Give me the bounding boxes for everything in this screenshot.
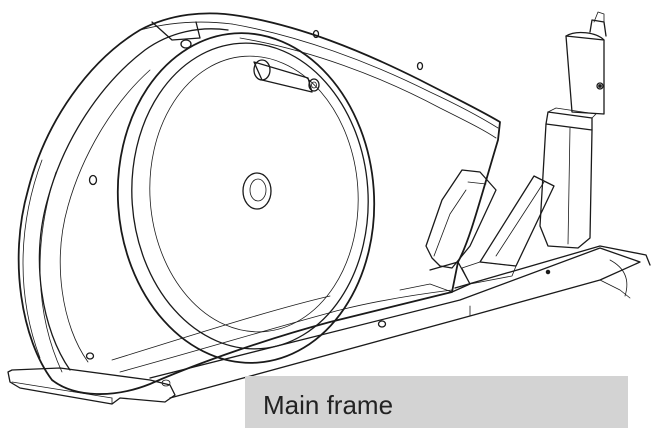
caption-label: Main frame	[263, 390, 394, 420]
rail-bolt-hole	[545, 269, 551, 275]
axle-pin	[253, 59, 320, 93]
center-connector	[399, 261, 471, 293]
shroud-housing	[17, 12, 501, 395]
upright-post	[461, 11, 607, 285]
left-foot-plate	[7, 367, 176, 405]
caption-box: Main frame	[245, 376, 628, 428]
shroud-bolt-holes	[85, 29, 424, 360]
foot-bolt-hole	[161, 379, 171, 387]
flywheel-hub	[242, 172, 272, 210]
flywheel-disc	[116, 32, 376, 364]
rear-base-rail	[149, 245, 651, 399]
